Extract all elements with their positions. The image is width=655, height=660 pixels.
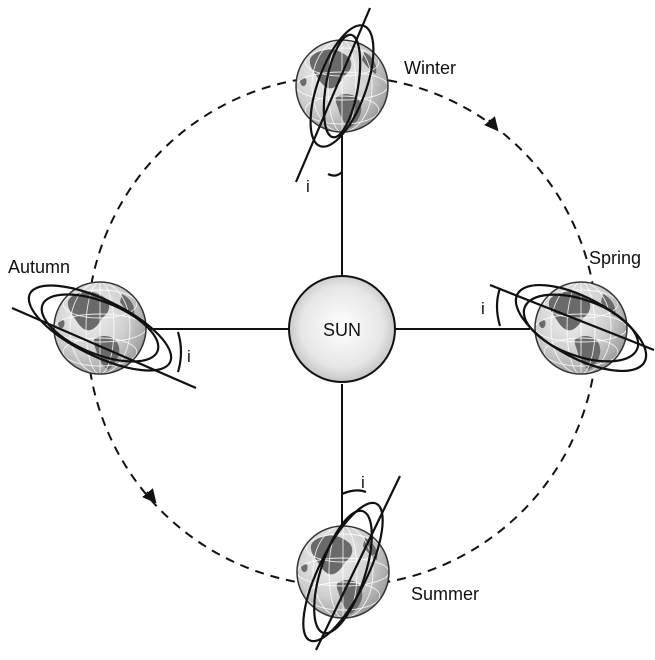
angle-arc-autumn <box>178 332 181 372</box>
season-label-spring: Spring <box>589 248 641 268</box>
sun-label: SUN <box>323 320 361 340</box>
earth-summer <box>288 476 400 651</box>
season-label-winter: Winter <box>404 58 456 78</box>
angle-label-summer: i <box>361 473 365 492</box>
angle-label-autumn: i <box>187 347 191 366</box>
angle-label-winter: i <box>306 177 310 196</box>
angle-arc-spring <box>497 288 500 326</box>
season-label-summer: Summer <box>411 584 479 604</box>
season-label-autumn: Autumn <box>8 257 70 277</box>
orbit-direction-arrow-bottom-left <box>147 492 152 498</box>
angle-arc-winter <box>328 172 342 176</box>
angle-label-spring: i <box>481 299 485 318</box>
